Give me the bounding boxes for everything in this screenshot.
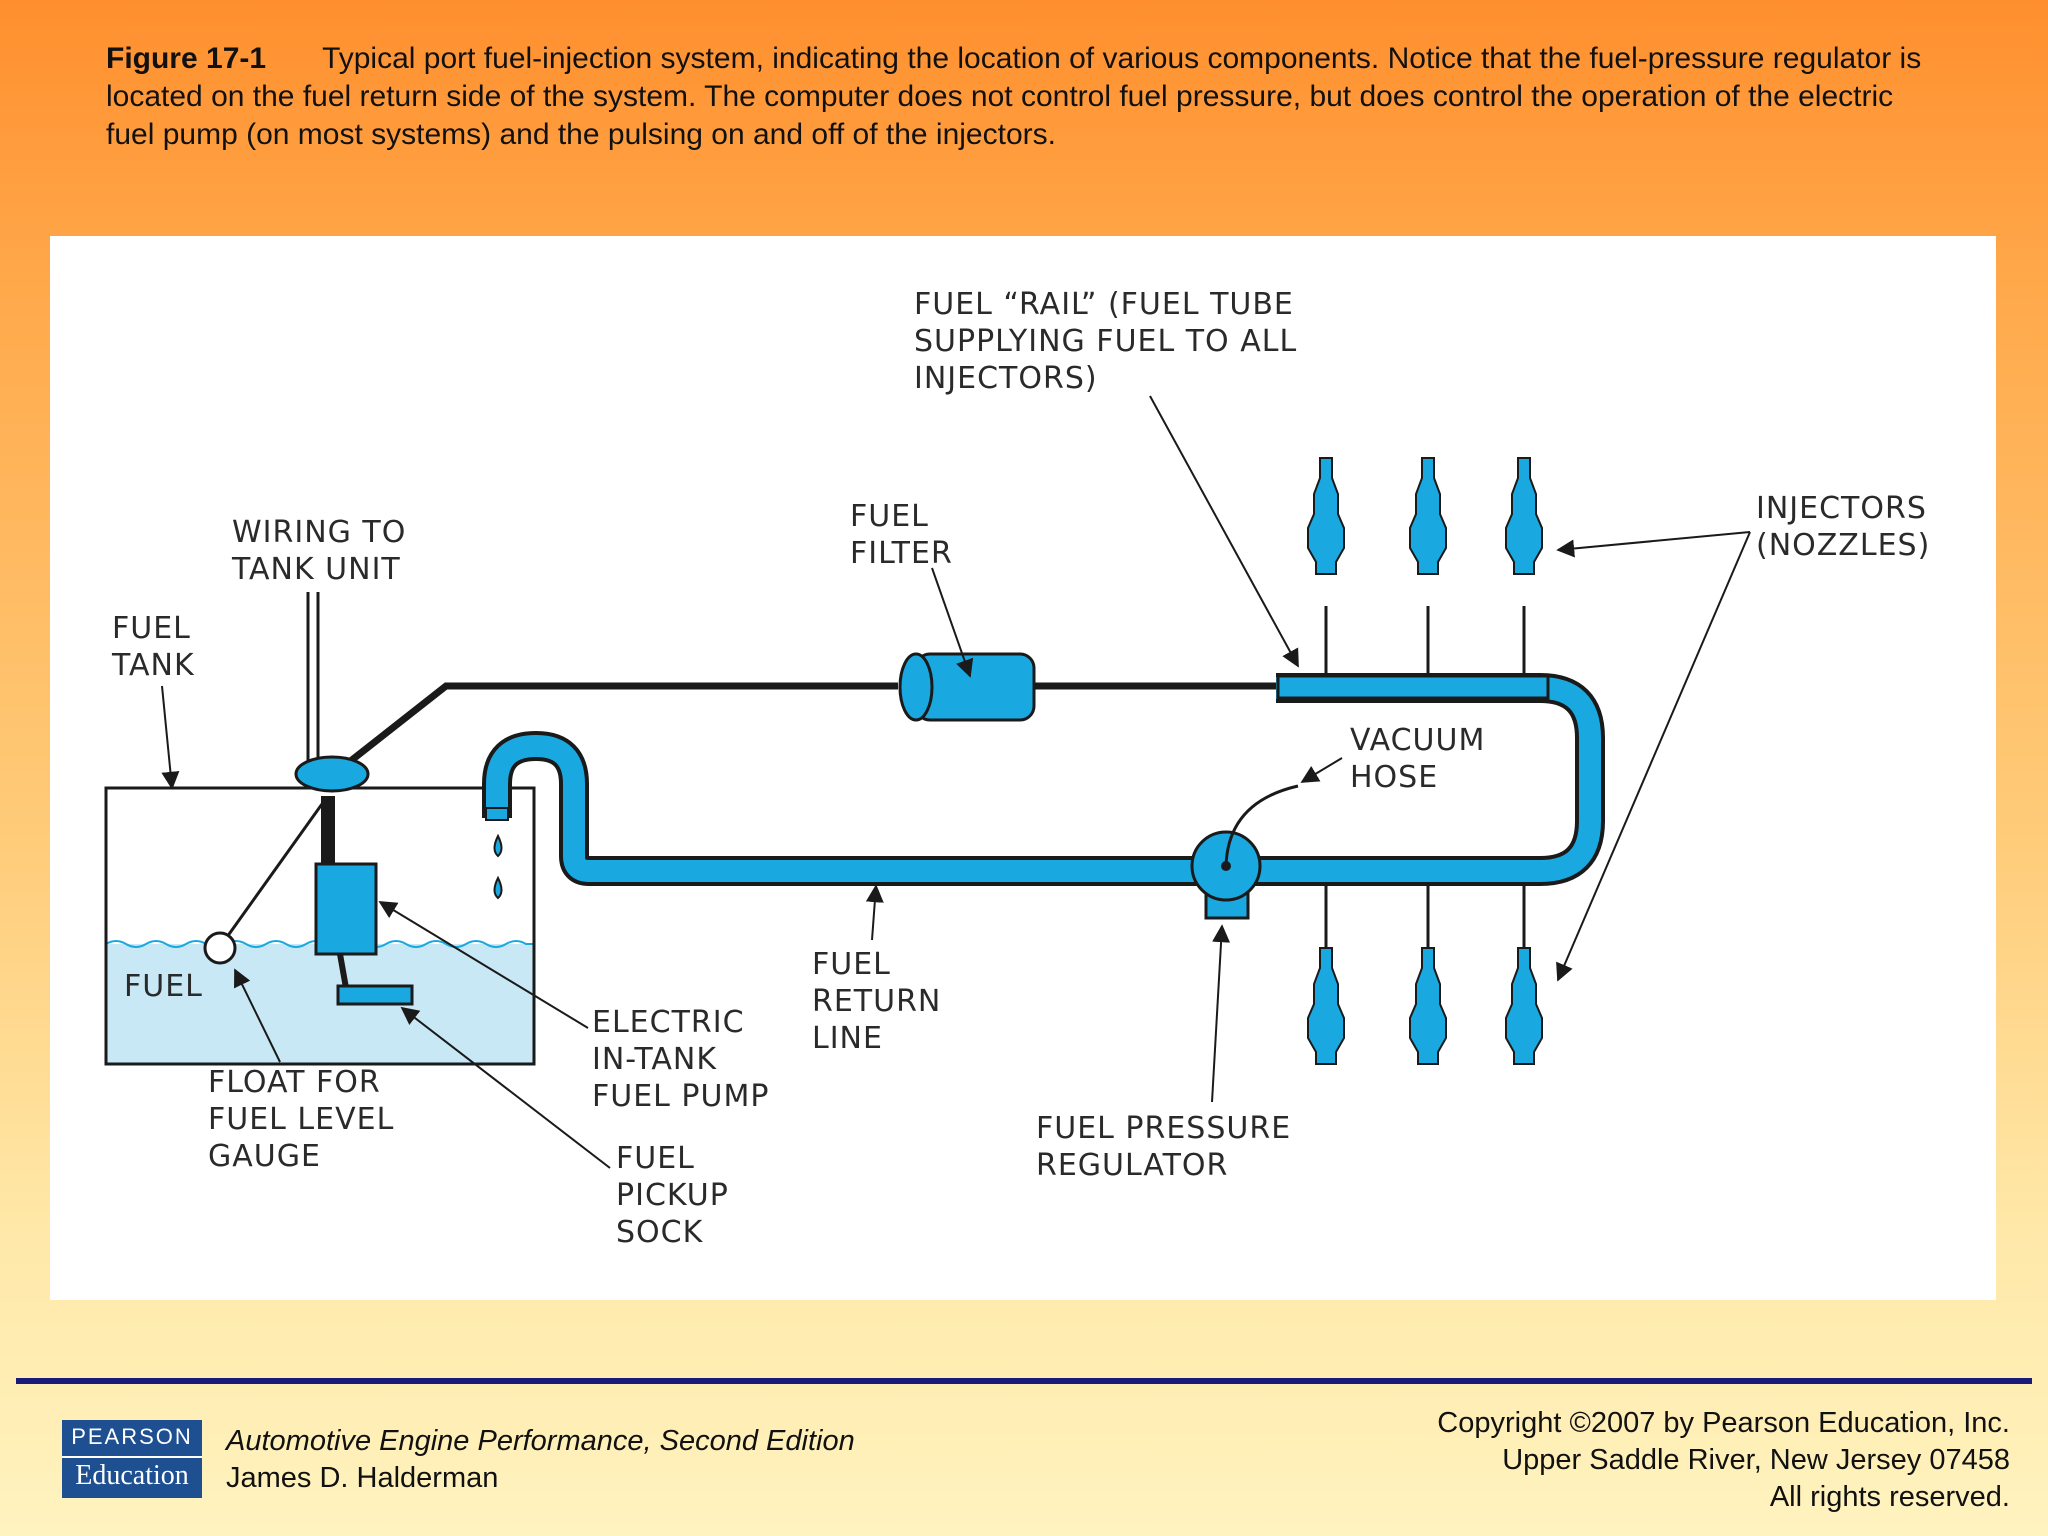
label-pickup: FUEL PICKUP SOCK [616,1141,739,1250]
fuel-tank [104,786,536,1066]
diagram-panel: FUEL “RAIL” (FUEL TUBE SUPPLYING FUEL TO… [50,236,1996,1300]
logo-bottom-text: Education [75,1460,189,1491]
pearson-education-logo: PEARSON Education [62,1420,202,1498]
caption-text: Typical port fuel-injection system, indi… [106,42,1922,151]
copyright-notice: Copyright ©2007 by Pearson Education, In… [1437,1405,2010,1516]
fuel-pressure-regulator [1190,784,1299,920]
footer-rule [16,1378,2032,1384]
copyright-line: All rights reserved. [1769,1481,2010,1513]
float-arm [220,803,324,945]
injectors-bottom [1307,882,1543,1065]
label-return-line: FUEL RETURN LINE [812,947,952,1056]
copyright-line: Upper Saddle River, New Jersey 07458 [1502,1444,2010,1476]
tank-unit-mount [294,755,370,793]
fuel-drop [493,833,503,858]
figure-label: Figure 17-1 [106,42,267,75]
fuel-drop [493,875,503,900]
electric-fuel-pump [314,862,378,956]
book-title: Automotive Engine Performance, Second Ed… [226,1425,855,1457]
label-injectors: INJECTORS (NOZZLES) [1756,491,1937,563]
fuel-filter [898,652,1036,722]
fuel-liquid [106,944,534,1064]
float [203,931,237,965]
vacuum-hose [1224,784,1299,867]
leader-lines [161,395,1751,1169]
logo-top-text: PEARSON [62,1420,202,1458]
fuel-rail [1276,674,1550,700]
label-pump: ELECTRIC IN-TANK FUEL PUMP [592,1005,769,1114]
book-info: Automotive Engine Performance, Second Ed… [226,1423,855,1497]
fuel-feed-line [331,682,898,777]
label-fuel-rail: FUEL “RAIL” (FUEL TUBE SUPPLYING FUEL TO… [914,287,1308,396]
label-fuel-tank: FUEL TANK [111,611,201,683]
copyright-line: Copyright ©2007 by Pearson Education, In… [1437,1407,2010,1439]
label-wiring: WIRING TO TANK UNIT [231,515,417,587]
label-float: FLOAT FOR FUEL LEVEL GAUGE [208,1065,405,1174]
fuel-injection-diagram: FUEL “RAIL” (FUEL TUBE SUPPLYING FUEL TO… [104,287,1937,1250]
label-regulator: FUEL PRESSURE REGULATOR [1036,1111,1302,1183]
label-vacuum-hose: VACUUM HOSE [1350,723,1496,795]
fuel-pickup-sock [336,984,414,1006]
injectors-top [1307,457,1543,676]
label-fuel: FUEL [124,969,203,1004]
label-fuel-filter: FUEL FILTER [850,499,953,571]
book-author: James D. Halderman [226,1462,499,1494]
